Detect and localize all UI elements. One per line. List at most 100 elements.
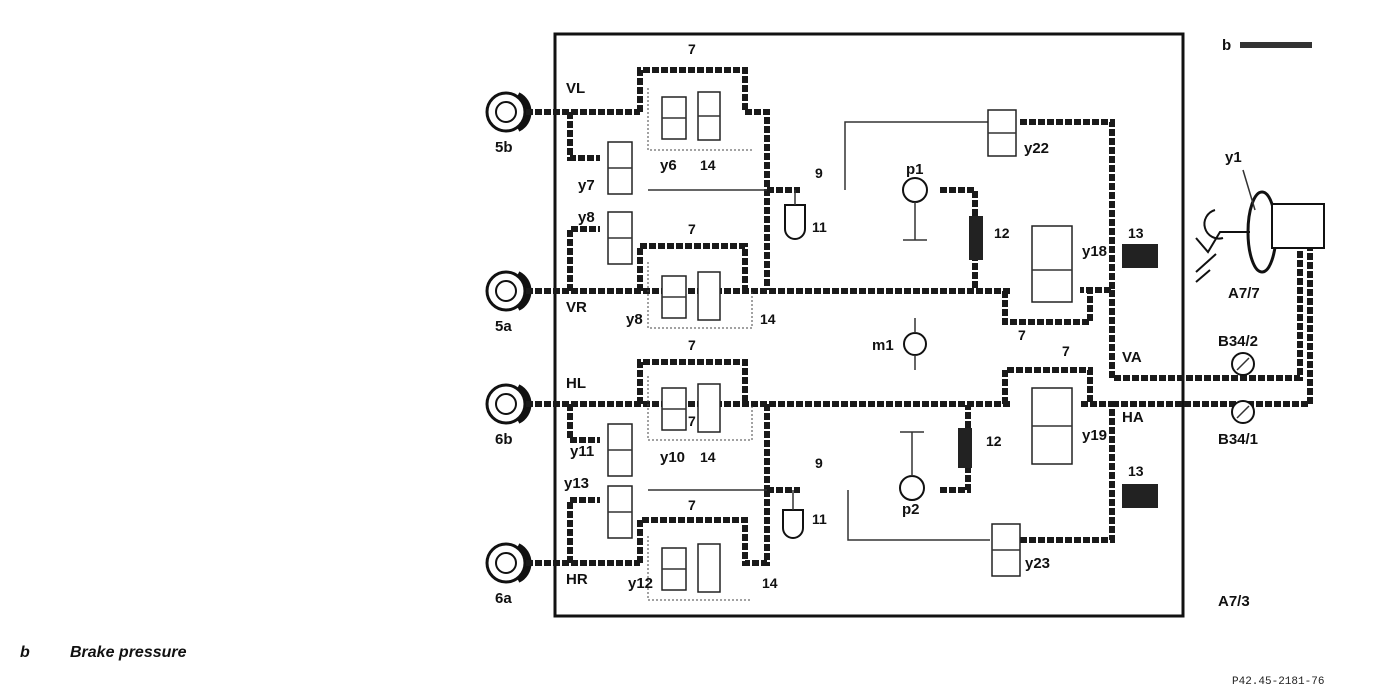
accumulator-11a-icon [784, 190, 806, 240]
wheel-5b-icon [485, 91, 532, 133]
brake-line-vr [526, 243, 1010, 294]
wheel-6b-icon [485, 383, 532, 425]
axle-ha-label: HA [1122, 409, 1144, 426]
caption-text: Brake pressure [70, 644, 187, 661]
axle-va-label: VA [1122, 349, 1142, 366]
dotted-outline-vr [647, 262, 753, 329]
wheel-6a-label: 6a [495, 590, 512, 607]
reservoir-13a-icon [1122, 244, 1158, 268]
thin-line-rear [648, 489, 990, 541]
y13-label: y13 [564, 475, 589, 492]
damper-12a-icon [969, 216, 983, 260]
brake-booster-a7-7-icon [1195, 190, 1325, 283]
item-11-label-1: 11 [812, 219, 827, 235]
wheel-5a-label: 5a [495, 318, 512, 335]
item-7-label-3: 7 [688, 337, 696, 353]
y22-label: y22 [1024, 140, 1049, 157]
item-14-label-3: 14 [700, 449, 716, 465]
y8a-label: y8 [578, 209, 595, 226]
item-12-label-2: 12 [986, 433, 1002, 449]
item-13-label-1: 13 [1128, 225, 1144, 241]
brake-line-y11-branch [567, 404, 600, 443]
return-line-front [1020, 119, 1303, 381]
item-7-label-1: 7 [688, 41, 696, 57]
circuit-hr-label: HR [566, 571, 588, 588]
thin-line-front [648, 121, 990, 191]
valve-y22-icon [987, 109, 1017, 157]
item-14-label-4: 14 [762, 575, 778, 591]
item-11-label-2: 11 [812, 511, 827, 527]
valve-y6-icon [661, 91, 721, 141]
circuit-hl-label: HL [566, 375, 586, 392]
valve-y8a-icon [607, 211, 633, 265]
valve-y12-icon [661, 543, 721, 593]
item-7-label-7: 7 [688, 413, 696, 429]
m1-label: m1 [872, 337, 894, 354]
motor-m1-icon [903, 318, 927, 370]
valve-y23-icon [991, 523, 1021, 577]
brake-line-y7-branch [567, 112, 600, 161]
brake-line-hl [526, 359, 1010, 490]
pump-line-rear [767, 405, 971, 493]
valve-y13-icon [607, 485, 633, 539]
y19-label: y19 [1082, 427, 1107, 444]
valve-y19-icon [1031, 387, 1073, 465]
wheel-6a-icon [485, 542, 532, 584]
a7-7-label: A7/7 [1228, 285, 1260, 302]
item-12-label-1: 12 [994, 225, 1010, 241]
y10-label: y10 [660, 449, 685, 466]
y18-label: y18 [1082, 243, 1107, 260]
valve-y11-icon [607, 423, 633, 477]
check-bypass-rear [1002, 367, 1093, 404]
item-7-label-5: 7 [1018, 327, 1026, 343]
pressure-sensor-b34-2-icon [1231, 352, 1255, 376]
item-7-label-2: 7 [688, 221, 696, 237]
module-a7-3-outline [553, 32, 1185, 618]
item-7-label-4: 7 [688, 497, 696, 513]
dotted-outline-hl [647, 376, 753, 441]
dotted-outline-hr [647, 536, 752, 601]
brake-line-vl [526, 67, 770, 290]
valve-y8b-icon [661, 271, 721, 321]
damper-12b-icon [958, 428, 972, 468]
circuit-vl-label: VL [566, 80, 585, 97]
item-7-label-6: 7 [1062, 343, 1070, 359]
brake-line-y8-branch [567, 226, 600, 291]
y11-label: y11 [570, 443, 594, 460]
wheel-6b-label: 6b [495, 431, 513, 448]
item-14-label-1: 14 [700, 157, 716, 173]
corner-label-scribble [1240, 42, 1312, 48]
wheel-5a-icon [485, 270, 532, 312]
y23-label: y23 [1025, 555, 1050, 572]
accumulator-11b-icon [782, 490, 804, 539]
valve-y7-icon [607, 141, 633, 195]
corner-label: b [1222, 37, 1231, 54]
b34-2-label: B34/2 [1218, 333, 1258, 350]
y12-label: y12 [628, 575, 653, 592]
a7-3-label: A7/3 [1218, 593, 1250, 610]
p2-label: p2 [902, 501, 920, 518]
b34-1-label: B34/1 [1218, 431, 1258, 448]
item-13-label-2: 13 [1128, 463, 1144, 479]
item-9-label-1: 9 [815, 165, 823, 181]
y6-label: y6 [660, 157, 677, 174]
y7-label: y7 [578, 177, 595, 194]
valve-y18-icon [1031, 225, 1073, 303]
pump-p1-icon [902, 177, 928, 241]
item-9-label-2: 9 [815, 455, 823, 471]
p1-label: p1 [906, 161, 924, 178]
valve-y10-icon [661, 383, 721, 433]
y8b-label: y8 [626, 311, 643, 328]
figure-reference: P42.45-2181-76 [1232, 676, 1325, 688]
check-bypass-front [1002, 291, 1093, 325]
y1-label: y1 [1225, 149, 1242, 166]
caption-letter: b [20, 644, 30, 661]
item-14-label-2: 14 [760, 311, 776, 327]
pressure-sensor-b34-1-icon [1231, 400, 1255, 424]
brake-line-y13-branch [567, 497, 600, 563]
dotted-outline-vl [647, 88, 752, 151]
pump-p2-icon [899, 431, 925, 501]
brake-line-hr [526, 490, 770, 566]
wheel-5b-label: 5b [495, 139, 513, 156]
